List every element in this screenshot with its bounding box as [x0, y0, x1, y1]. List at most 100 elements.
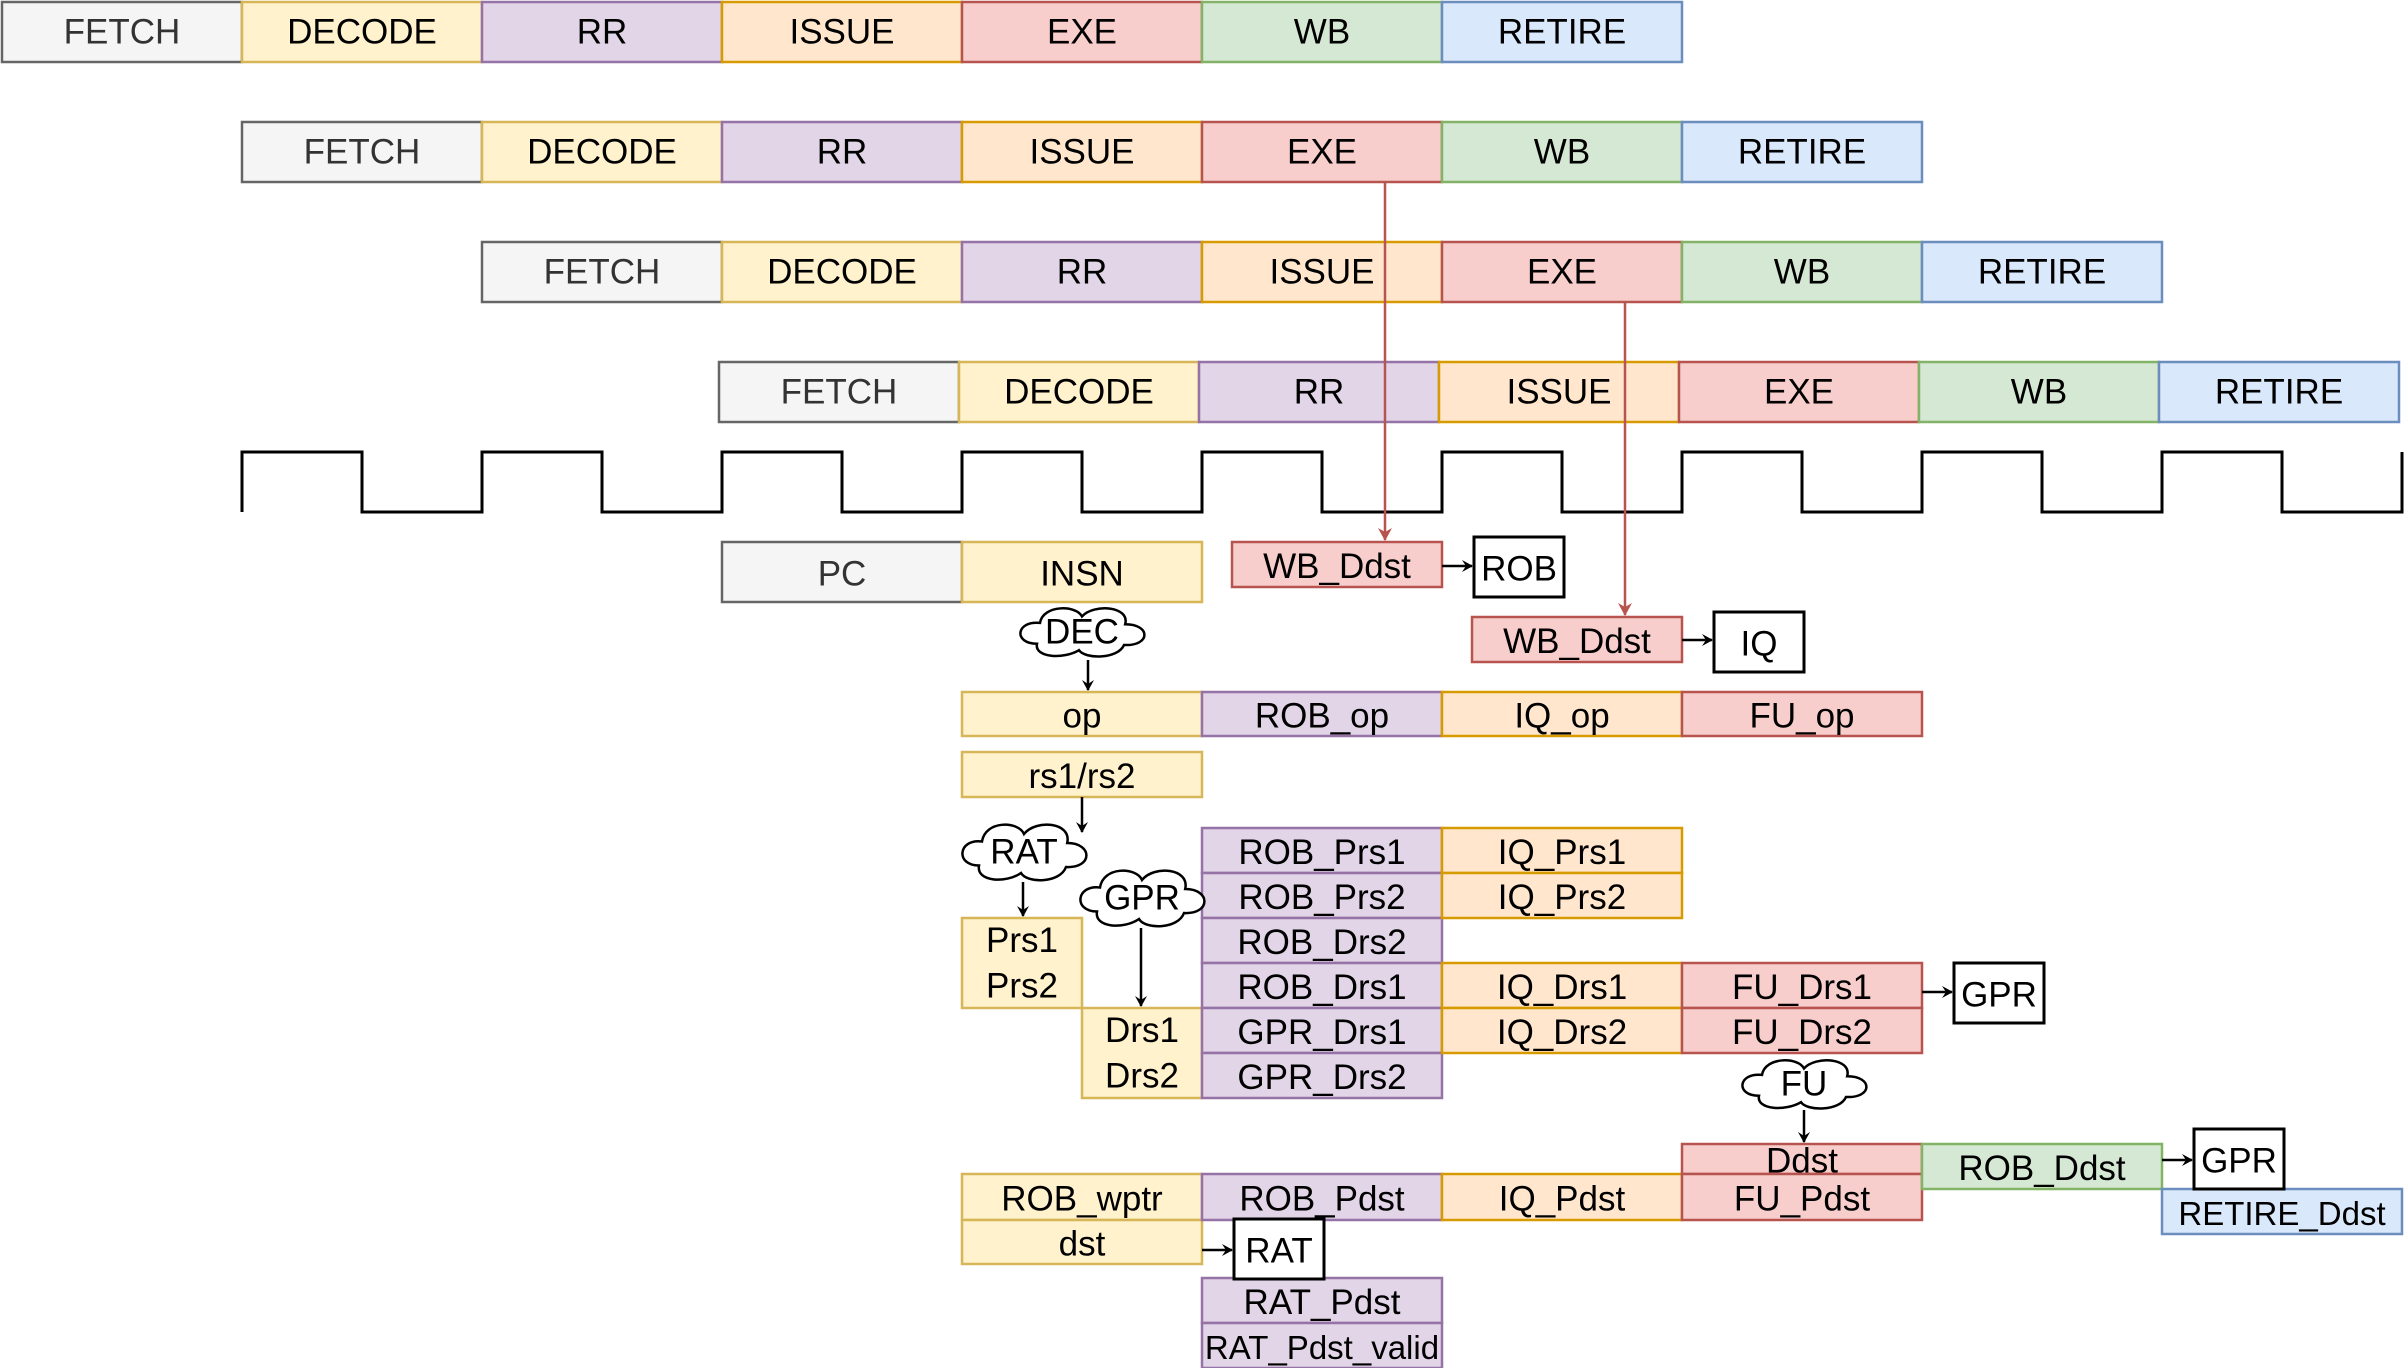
stage-box-rr-row3: [960, 240, 1204, 304]
stage-label-wb-row2: WB: [1534, 133, 1590, 172]
gpr-target-2-box: [2192, 1127, 2286, 1191]
stage-box-fetch-row4: [717, 360, 961, 424]
gpr-cloud-icon: [1079, 869, 1206, 928]
gpr-drs2-label: GPR_Drs2: [1237, 1058, 1406, 1097]
stage-label-issue-row4: ISSUE: [1506, 373, 1611, 412]
iq-prs2-box: [1440, 871, 1684, 920]
wb-ddst-2-box: [1470, 615, 1684, 664]
stage-box-retire-row3: [1920, 240, 2164, 304]
fu-op-box: [1680, 690, 1924, 738]
gpr-target-1-label: GPR: [1961, 976, 2037, 1015]
stage-label-rr-row2: RR: [817, 133, 868, 172]
rat-cloud-label: RAT: [990, 833, 1057, 872]
wb-ddst-1-label: WB_Ddst: [1263, 547, 1411, 586]
stage-label-decode-row1: DECODE: [287, 13, 437, 52]
rob-ddst-label: ROB_Ddst: [1958, 1149, 2126, 1188]
op-box: [960, 690, 1204, 738]
pc-box: [720, 540, 964, 604]
stage-label-retire-row1: RETIRE: [1498, 13, 1626, 52]
stage-box-rr-row2: [720, 120, 964, 184]
stage-label-fetch-row4: FETCH: [781, 373, 898, 412]
rob-drs1-label: ROB_Drs1: [1237, 968, 1406, 1007]
rat-cloud-icon: [961, 823, 1088, 882]
stage-label-rr-row4: RR: [1294, 373, 1345, 412]
retire-ddst-label: RETIRE_Ddst: [2178, 1195, 2385, 1232]
gpr-drs2-box: [1200, 1051, 1444, 1100]
fu-pdst-box: [1680, 1172, 1924, 1222]
iq-drs2-label: IQ_Drs2: [1497, 1013, 1627, 1052]
stage-box-exe-row2: [1200, 120, 1444, 184]
stage-box-wb-row4: [1917, 360, 2161, 424]
stage-label-decode-row3: DECODE: [767, 253, 917, 292]
stage-label-fetch-row1: FETCH: [64, 13, 181, 52]
stage-label-issue-row3: ISSUE: [1269, 253, 1374, 292]
stage-label-retire-row3: RETIRE: [1978, 253, 2106, 292]
dst-box: [960, 1218, 1204, 1266]
rob-op-box: [1200, 690, 1444, 738]
stage-label-fetch-row3: FETCH: [544, 253, 661, 292]
iq-prs2-label: IQ_Prs2: [1498, 878, 1626, 917]
iq-prs1-box: [1440, 826, 1684, 875]
stage-box-decode-row2: [480, 120, 724, 184]
iq-drs1-label: IQ_Drs1: [1497, 968, 1627, 1007]
rob-wptr-box: [960, 1172, 1204, 1222]
rob-op-label: ROB_op: [1255, 697, 1389, 736]
rat-target-label: RAT: [1245, 1232, 1312, 1271]
stage-box-wb-row2: [1440, 120, 1684, 184]
stage-box-wb-row1: [1200, 0, 1444, 64]
stage-label-decode-row4: DECODE: [1004, 373, 1154, 412]
stage-box-issue-row4: [1437, 360, 1681, 424]
rat-pdst-valid-box: [1200, 1321, 1444, 1368]
stage-box-retire-row2: [1680, 120, 1924, 184]
stage-box-rr-row1: [480, 0, 724, 64]
stage-label-wb-row1: WB: [1294, 13, 1350, 52]
stage-label-retire-row2: RETIRE: [1738, 133, 1866, 172]
stage-label-issue-row2: ISSUE: [1029, 133, 1134, 172]
rob-wptr-label: ROB_wptr: [1001, 1180, 1163, 1219]
fu-drs1-box: [1680, 961, 1924, 1010]
stage-box-decode-row1: [240, 0, 484, 64]
insn-box: [960, 540, 1204, 604]
retire-ddst-box: [2160, 1187, 2404, 1236]
stage-label-rr-row3: RR: [1057, 253, 1108, 292]
fu-cloud-label: FU: [1781, 1065, 1828, 1104]
rat-pdst-valid-label: RAT_Pdst_valid: [1205, 1329, 1439, 1366]
insn-label: INSN: [1040, 555, 1124, 594]
stage-label-wb-row3: WB: [1774, 253, 1830, 292]
dec-cloud-icon: [1019, 607, 1146, 658]
stage-box-fetch-row1: [0, 0, 244, 64]
iq-pdst-label: IQ_Pdst: [1499, 1180, 1626, 1219]
stage-label-retire-row4: RETIRE: [2215, 373, 2343, 412]
stage-label-decode-row2: DECODE: [527, 133, 677, 172]
clock-waveform: [240, 450, 2404, 514]
stage-label-rr-row1: RR: [577, 13, 628, 52]
stage-box-exe-row1: [960, 0, 1204, 64]
rob-target-box: [1472, 535, 1566, 599]
iq-op-box: [1440, 690, 1684, 738]
rat-target-box: [1232, 1217, 1326, 1281]
iq-drs2-box: [1440, 1006, 1684, 1055]
stage-box-retire-row4: [2157, 360, 2401, 424]
stage-label-issue-row1: ISSUE: [789, 13, 894, 52]
fu-cloud-icon: [1741, 1059, 1868, 1110]
gpr-drs1-label: GPR_Drs1: [1237, 1013, 1406, 1052]
rob-drs2-box: [1200, 916, 1444, 965]
stage-box-wb-row3: [1680, 240, 1924, 304]
stage-box-decode-row4: [957, 360, 1201, 424]
stage-box-exe-row3: [1440, 240, 1684, 304]
stage-label-exe-row3: EXE: [1527, 253, 1597, 292]
fu-pdst-label: FU_Pdst: [1734, 1180, 1870, 1219]
gpr-target-1-box: [1952, 961, 2046, 1025]
iq-pdst-box: [1440, 1172, 1684, 1222]
fu-drs2-label: FU_Drs2: [1732, 1013, 1872, 1052]
pc-label: PC: [818, 555, 867, 594]
wb-ddst-1-box: [1230, 540, 1444, 589]
gpr-target-2-label: GPR: [2201, 1142, 2277, 1181]
rob-target-label: ROB: [1481, 550, 1557, 589]
fu-drs1-label: FU_Drs1: [1732, 968, 1872, 1007]
iq-target-box: [1712, 610, 1806, 674]
